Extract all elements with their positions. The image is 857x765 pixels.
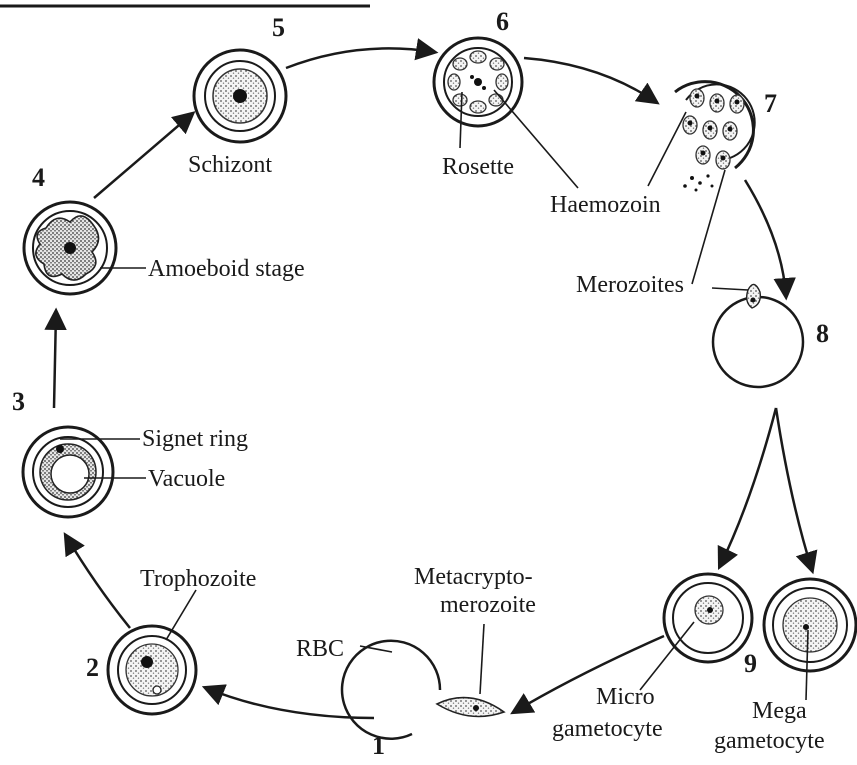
label-micro-line2: gametocyte [552,716,663,742]
stage-5-schizont-cell [194,50,286,142]
stage-number-9: 9 [744,649,757,678]
stage-number-5: 5 [272,13,285,42]
stage-2-trophozoite-cell [108,626,196,714]
mega-gametocyte-cell [764,579,856,671]
label-rosette: Rosette [442,154,514,180]
stage-6-rosette-cell [434,38,522,126]
stage-number-8: 8 [816,319,829,348]
stage-4-amoeboid-cell [24,202,116,294]
leader-merozoites [692,170,725,284]
arrow-8-to-9 [720,408,776,566]
leader-metacrypto [480,624,484,694]
arrow-2-to-3 [66,536,130,628]
label-mega-line2: gametocyte [714,728,825,754]
arrow-8-to-mega [776,408,812,570]
arrow-4-to-5 [94,114,192,198]
stage-3-signet-ring-cell [23,427,113,517]
leader-trophozoite [166,590,196,640]
arrow-3-to-4 [54,312,56,408]
stage-number-1: 1 [372,731,385,760]
stage-8-rbc-cell [713,284,803,387]
label-haemozoin: Haemozoin [550,192,661,218]
stage-9-microgametocyte-cell [664,574,752,662]
label-metacrypto-line1: Metacrypto- [414,564,533,590]
label-schizont: Schizont [188,152,272,178]
label-metacrypto-line2: merozoite [440,592,536,618]
label-trophozoite: Trophozoite [140,566,256,592]
leader-haemozoin [648,112,686,186]
label-vacuole: Vacuole [148,466,225,492]
arrow-6-to-7 [524,58,656,102]
label-mega-line1: Mega [752,698,807,724]
arrow-7-to-8 [745,180,786,296]
label-rbc: RBC [296,636,344,662]
stage-7-merozoite-release-cell [675,82,755,192]
label-signet-ring: Signet ring [142,426,248,452]
stage-number-7: 7 [764,89,777,118]
stage-number-4: 4 [32,163,45,192]
arrow-5-to-6 [286,48,434,68]
stage-number-2: 2 [86,653,99,682]
label-merozoites: Merozoites [576,272,684,298]
label-micro-line1: Micro [596,684,655,710]
leader-merozoites-rbc [712,288,748,290]
stage-number-6: 6 [496,7,509,36]
label-amoeboid-stage: Amoeboid stage [148,256,305,282]
stage-number-3: 3 [12,387,25,416]
